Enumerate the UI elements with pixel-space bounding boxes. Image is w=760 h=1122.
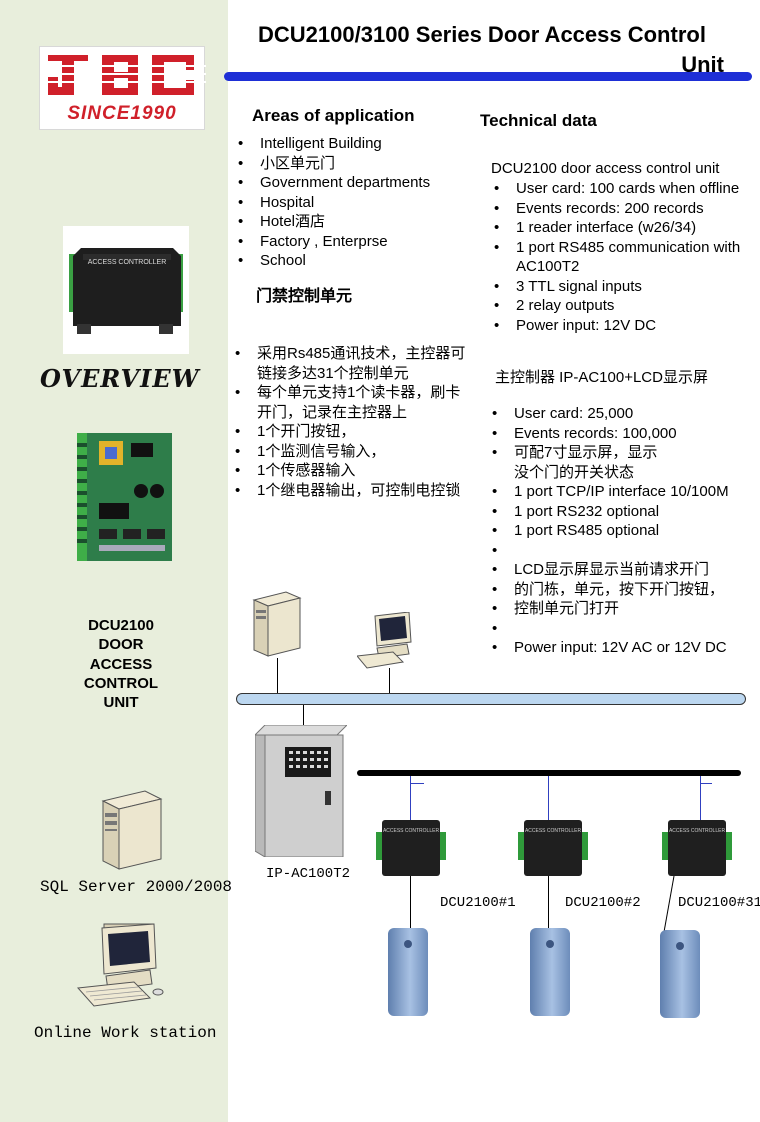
- list-item: Power input: 12V DC: [492, 316, 760, 336]
- unit31-label: DCU2100#31: [678, 895, 760, 911]
- list-item: 1个监测信号输入，: [233, 442, 469, 462]
- network-server-icon: [252, 591, 302, 657]
- unit-cn-list: 采用Rs485通讯技术，主控器可链接多达31个控制单元 每个单元支持1个读卡器，…: [233, 344, 469, 500]
- controller-photo-label: ACCESS CONTROLLER: [88, 259, 167, 266]
- controller-lan-link: [303, 705, 304, 725]
- access-controller-photo: ACCESS CONTROLLER: [63, 226, 189, 354]
- list-item: User card: 100 cards when offline: [492, 179, 760, 199]
- list-item: 3 TTL signal inputs: [492, 277, 760, 297]
- unit2-terminal-right: [582, 832, 588, 860]
- list-item: 1 port RS232 optional: [490, 502, 750, 522]
- network-pc-icon: [357, 612, 412, 669]
- unit31-bus-tap: [700, 783, 712, 784]
- reader-led: [404, 940, 412, 948]
- overview-label: OVERVIEW: [40, 364, 200, 393]
- jbc-logo: SINCE1990: [39, 46, 206, 130]
- device-label-line: DOOR: [98, 636, 144, 654]
- list-item: Intelligent Building: [236, 134, 466, 154]
- device-label-line: CONTROL: [83, 674, 159, 692]
- server-tower-icon: [101, 790, 163, 870]
- list-item: 的门栋，单元，按下开门按钮，: [490, 580, 750, 600]
- reader-led: [676, 942, 684, 950]
- list-item: User card: 25,000: [490, 404, 750, 424]
- unit31-controller: ACCESS CONTROLLER: [662, 820, 732, 876]
- list-item: [490, 541, 750, 561]
- list-item: Events records: 100,000: [490, 424, 750, 444]
- list-item: Factory , Enterprse: [236, 232, 466, 252]
- list-item: 采用Rs485通讯技术，主控器可链接多达31个控制单元: [233, 344, 469, 383]
- dcu-intro: DCU2100 door access control unit: [491, 160, 720, 177]
- unit1-controller: ACCESS CONTROLLER: [376, 820, 446, 876]
- dcu-spec-list: User card: 100 cards when offline Events…: [492, 179, 760, 335]
- lan-bus: [236, 693, 746, 705]
- list-item: 2 relay outputs: [492, 296, 760, 316]
- unit1-label: DCU2100#1: [440, 895, 516, 911]
- pc-lan-link: [389, 668, 390, 694]
- unit2-card-reader: [530, 928, 570, 1016]
- list-item: 1 port RS485 optional: [490, 521, 750, 541]
- device-label-line: UNIT: [103, 694, 139, 712]
- list-item: LCD显示屏显示当前请求开门: [490, 560, 750, 580]
- unit2-bus-link: [548, 776, 549, 820]
- list-item: School: [236, 251, 466, 271]
- unit2-terminal-left: [518, 832, 524, 860]
- unit31-terminal-left: [662, 832, 668, 860]
- list-item: 1 port RS485 communication with AC100T2: [492, 238, 760, 277]
- unit31-card-reader: [660, 930, 700, 1018]
- list-item: 小区单元门: [236, 154, 466, 174]
- areas-list: Intelligent Building 小区单元门 Government de…: [236, 134, 466, 271]
- unit1-controller-label: ACCESS CONTROLLER: [382, 828, 440, 834]
- list-item: 1 reader interface (w26/34): [492, 218, 760, 238]
- logo-since-text: SINCE1990: [67, 103, 177, 124]
- main-controller-label: IP-AC100T2: [266, 866, 351, 882]
- list-item: 可配7寸显示屏，显示没个门的开关状态: [490, 443, 664, 482]
- server-lan-link: [277, 658, 278, 694]
- list-item: 1个传感器输入: [233, 461, 469, 481]
- areas-heading: Areas of application: [252, 106, 415, 125]
- master-intro: 主控制器 IP-AC100+LCD显示屏: [495, 369, 708, 386]
- unit1-card-reader: [388, 928, 428, 1016]
- list-item: 1个继电器输出，可控制电控锁: [233, 481, 469, 501]
- title-underline-bar: [224, 72, 752, 81]
- list-item: 1个开门按钮，: [233, 422, 469, 442]
- list-item: Power input: 12V AC or 12V DC: [490, 638, 750, 658]
- unit1-terminal-left: [376, 832, 382, 860]
- list-item: 每个单元支持1个读卡器，刷卡开门，记录在主控器上: [233, 383, 469, 422]
- list-item: Hotel酒店: [236, 212, 466, 232]
- technical-heading: Technical data: [480, 111, 597, 130]
- list-item: Hospital: [236, 193, 466, 213]
- circuit-board-photo: [77, 433, 172, 561]
- unit-cn-heading: 门禁控制单元: [256, 288, 353, 305]
- workstation-label: Online Work station: [34, 1024, 217, 1042]
- rs485-bus: [357, 770, 741, 776]
- jbc-logo-mark: [40, 55, 206, 95]
- list-item: 1 port TCP/IP interface 10/100M: [490, 482, 750, 502]
- unit2-controller: ACCESS CONTROLLER: [518, 820, 588, 876]
- unit1-terminal-right: [440, 832, 446, 860]
- unit31-controller-label: ACCESS CONTROLLER: [668, 828, 726, 834]
- reader-led: [546, 940, 554, 948]
- unit2-controller-label: ACCESS CONTROLLER: [524, 828, 582, 834]
- list-item: Government departments: [236, 173, 466, 193]
- list-item: Events records: 200 records: [492, 199, 760, 219]
- unit1-bus-link: [410, 776, 411, 820]
- sql-server-label: SQL Server 2000/2008: [40, 878, 233, 896]
- unit1-bus-tap: [410, 783, 424, 784]
- page-title-line1: DCU2100/3100 Series Door Access Control: [258, 22, 706, 47]
- workstation-icon: [76, 923, 164, 1007]
- unit31-terminal-right: [726, 832, 732, 860]
- unit2-label: DCU2100#2: [565, 895, 641, 911]
- main-controller-cabinet: [255, 725, 347, 857]
- list-item: 控制单元门打开: [490, 599, 750, 619]
- list-item: [490, 619, 750, 639]
- master-spec-list: User card: 25,000 Events records: 100,00…: [490, 404, 750, 658]
- unit31-reader-link: [663, 876, 675, 933]
- device-label-line: DCU2100: [88, 617, 154, 634]
- device-label-line: ACCESS: [89, 655, 153, 673]
- device-label: DCU2100 DOOR ACCESS CONTROL UNIT: [60, 616, 182, 712]
- unit31-bus-link: [700, 776, 701, 820]
